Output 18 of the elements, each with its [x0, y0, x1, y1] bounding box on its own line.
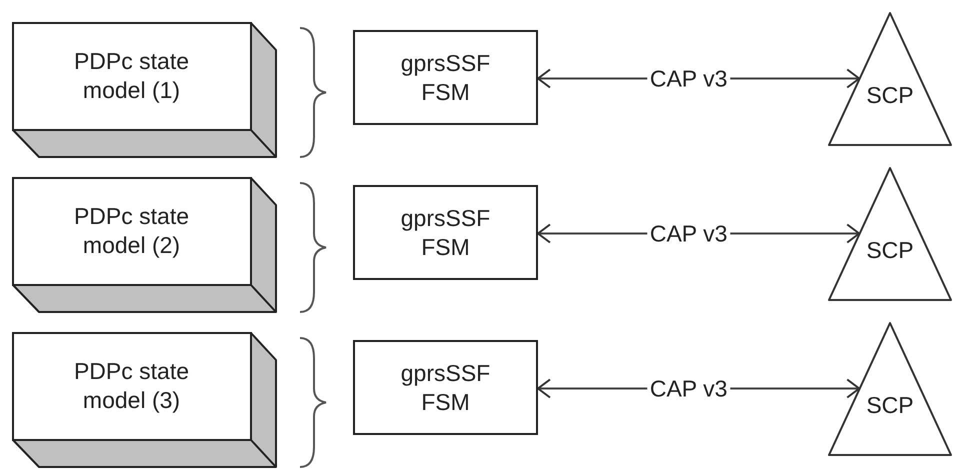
triangle-node [828, 322, 952, 456]
triangle-node [828, 167, 952, 301]
block-3d [12, 22, 277, 158]
block-3d [12, 177, 277, 313]
node-label: SCP [865, 391, 915, 420]
node-label: gprsSSF FSM [400, 204, 492, 262]
node-label: PDPc state model (1) [72, 47, 190, 105]
triangle-node [828, 12, 952, 146]
node-label: gprsSSF FSM [400, 358, 492, 416]
node-label: PDPc state model (2) [72, 202, 190, 260]
node-label: SCP [865, 236, 915, 266]
process-box [353, 185, 538, 280]
node-label: gprsSSF FSM [400, 48, 492, 106]
process-box [353, 30, 538, 125]
process-box [353, 340, 538, 435]
node-label: SCP [865, 81, 915, 110]
block-3d [12, 332, 277, 468]
node-label: PDPc state model (3) [72, 357, 190, 415]
